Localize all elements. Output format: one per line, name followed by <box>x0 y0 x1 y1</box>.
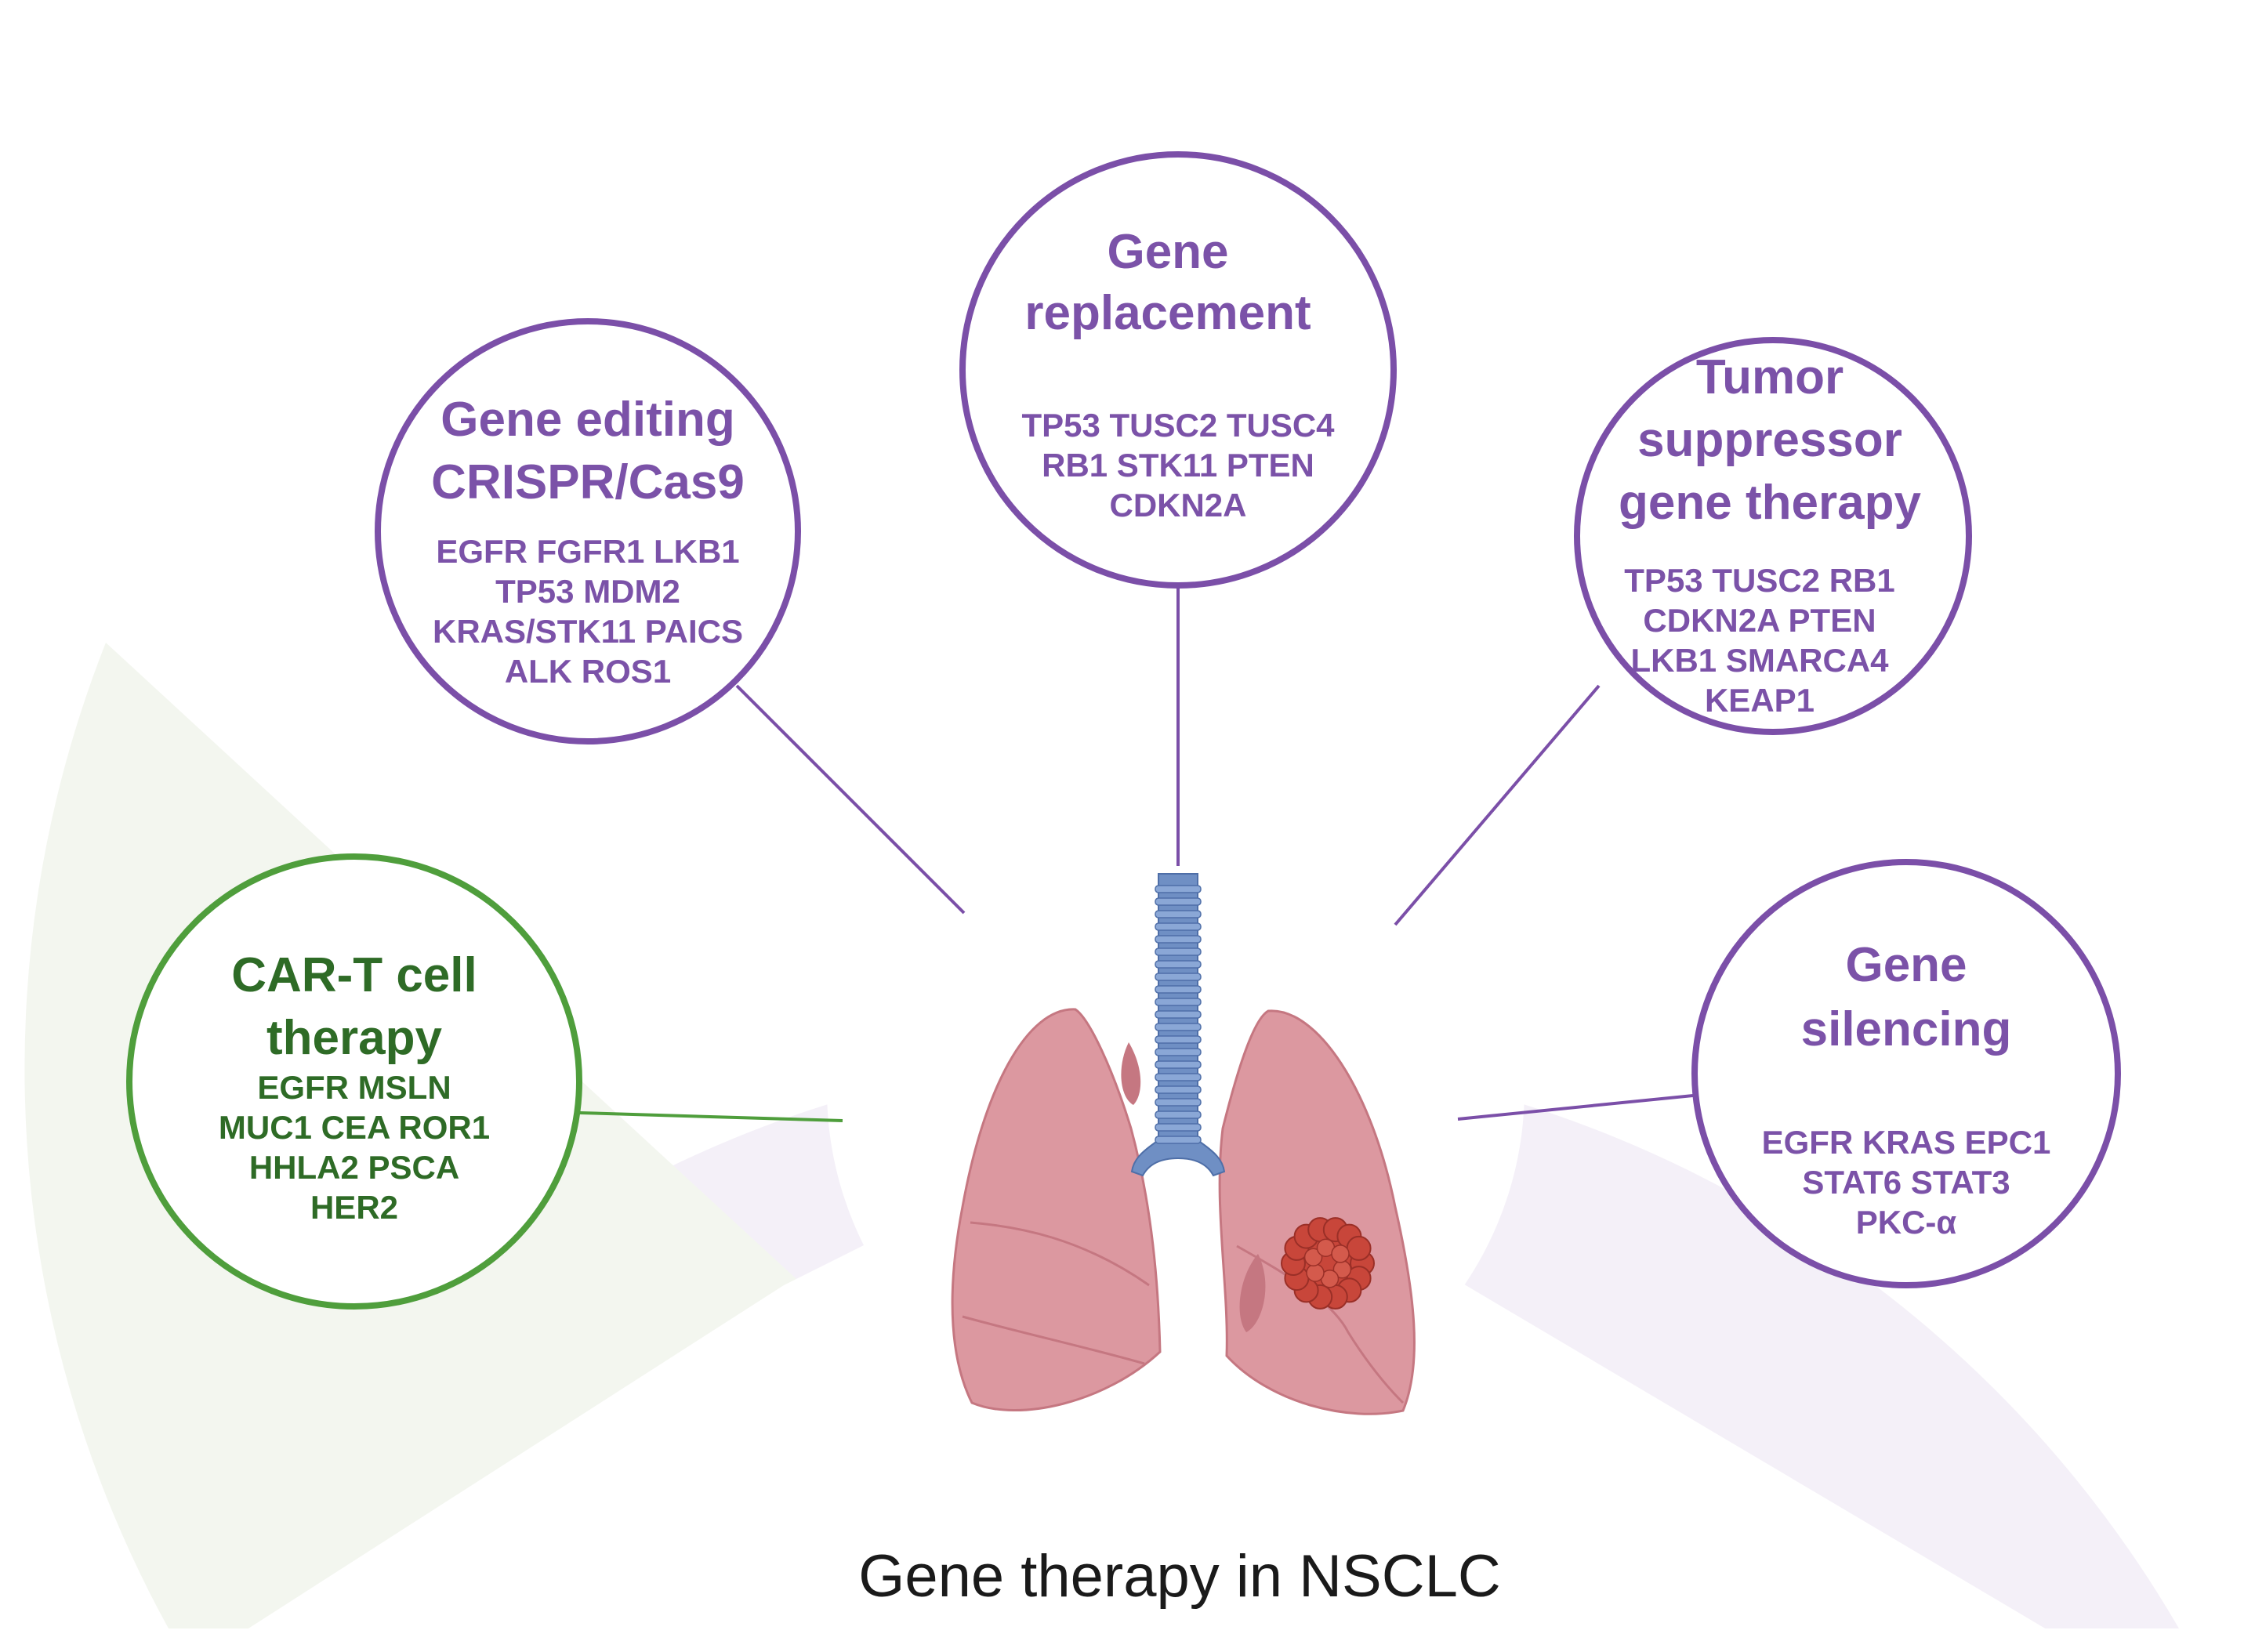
node-car-t-genes-1: EGFR MSLN <box>257 1069 451 1106</box>
node-gene-silencing-circle <box>1691 859 2121 1288</box>
trachea-rings <box>1155 885 1202 1144</box>
node-gene-replacement-genes-2: RB1 STK11 PTEN <box>1042 447 1314 484</box>
right-lung-fissure <box>1236 1244 1405 1404</box>
right-lung-inner-shadow <box>1239 1254 1266 1332</box>
tumor-icon <box>1281 1217 1375 1310</box>
node-car-t-title-2: therapy <box>266 1011 442 1065</box>
trachea-ring <box>1155 1010 1202 1019</box>
node-car-t-genes-4: HER2 <box>310 1189 398 1226</box>
node-gene-replacement: Gene replacement TP53 TUSC2 TUSC4 RB1 ST… <box>959 151 1397 589</box>
node-car-t-genes-2: MUC1 CEA ROR1 <box>219 1109 490 1146</box>
trachea-ring <box>1155 910 1202 918</box>
node-gene-silencing-title-2: silencing <box>1801 1002 2012 1056</box>
trachea-ring <box>1155 1136 1202 1144</box>
trachea-ring <box>1155 1048 1202 1056</box>
trachea-ring <box>1155 922 1202 931</box>
diagram-caption: Gene therapy in NSCLC <box>858 1543 1501 1610</box>
node-gene-editing-genes-1: EGFR FGFR1 LKB1 <box>436 533 739 570</box>
trachea-ring <box>1155 1098 1202 1107</box>
trachea-ring <box>1155 947 1202 956</box>
node-gene-editing-title-1: Gene editing <box>440 393 734 447</box>
trachea-ring <box>1155 935 1202 944</box>
trachea-ring <box>1155 985 1202 994</box>
tumor-lobe-inner <box>1303 1248 1323 1266</box>
node-gene-editing-circle <box>375 318 801 744</box>
lungs-icon <box>951 873 1416 1415</box>
node-gene-editing-title-2: CRISPR/Cas9 <box>431 455 745 509</box>
node-tumor-suppressor-genes-1: TP53 TUSC2 RB1 <box>1624 562 1894 599</box>
node-tumor-suppressor-title-2: suppressor <box>1637 413 1902 467</box>
connector-gene-silencing <box>1457 1094 1694 1121</box>
node-gene-replacement-title-2: replacement <box>1024 286 1311 340</box>
node-car-t: CAR-T cell therapy EGFR MSLN MUC1 CEA RO… <box>126 853 582 1310</box>
bottom-wedge <box>212 1089 2085 1652</box>
left-lung-fold <box>1121 1042 1141 1105</box>
node-gene-editing: Gene editing CRISPR/Cas9 EGFR FGFR1 LKB1… <box>375 318 801 744</box>
left-lung-fissure-2 <box>962 1315 1145 1365</box>
trachea-ring <box>1155 973 1202 981</box>
node-car-t-genes-3: HHLA2 PSCA <box>249 1149 459 1186</box>
node-gene-silencing-title-1: Gene <box>1845 938 1967 992</box>
trachea-ring <box>1155 1110 1202 1119</box>
connector-tumor-suppressor <box>1394 684 1601 926</box>
node-tumor-suppressor-title-1: Tumor <box>1696 350 1844 404</box>
trachea-ring <box>1155 1060 1202 1069</box>
connector-gene-editing <box>735 684 966 915</box>
trachea-ring <box>1155 1123 1202 1132</box>
tumor-lobe-inner <box>1306 1263 1325 1282</box>
node-tumor-suppressor-genes-2: CDKN2A PTEN <box>1643 602 1876 639</box>
left-lung-fissure-1 <box>970 1221 1150 1287</box>
trachea-ring <box>1155 1073 1202 1081</box>
node-tumor-suppressor-genes-3: LKB1 SMARCA4 <box>1630 642 1889 679</box>
tumor-lobe <box>1346 1235 1372 1261</box>
tumor-bumps <box>1281 1217 1375 1310</box>
node-car-t-title-1: CAR-T cell <box>231 948 477 1002</box>
node-gene-silencing-genes-2: STAT6 STAT3 <box>1802 1164 2010 1201</box>
trachea-ring <box>1155 998 1202 1006</box>
node-gene-replacement-genes-1: TP53 TUSC2 TUSC4 <box>1021 407 1335 444</box>
right-lung <box>1218 1009 1416 1415</box>
node-tumor-suppressor-title-3: gene therapy <box>1619 476 1921 530</box>
node-tumor-suppressor-genes-4: KEAP1 <box>1705 682 1815 719</box>
node-gene-silencing: Gene silencing EGFR KRAS EPC1 STAT6 STAT… <box>1691 859 2121 1288</box>
node-gene-editing-genes-4: ALK ROS1 <box>505 653 671 690</box>
connector-car-t <box>579 1111 843 1122</box>
node-gene-silencing-genes-1: EGFR KRAS EPC1 <box>1762 1124 2051 1161</box>
node-gene-silencing-genes-3: PKC-α <box>1856 1204 1957 1241</box>
node-gene-replacement-title-1: Gene <box>1107 225 1228 279</box>
node-tumor-suppressor: Tumor suppressor gene therapy TP53 TUSC2… <box>1574 337 1972 735</box>
tumor-lobe-inner <box>1331 1244 1350 1263</box>
trachea-icon <box>1130 873 1226 1177</box>
trachea-ring <box>1155 1085 1202 1094</box>
trachea-ring <box>1155 1035 1202 1044</box>
trachea-ring <box>1155 960 1202 969</box>
trachea-ring <box>1155 897 1202 906</box>
node-gene-replacement-circle <box>959 151 1397 589</box>
node-gene-editing-genes-2: TP53 MDM2 <box>495 573 680 610</box>
trachea-ring <box>1155 885 1202 893</box>
node-tumor-suppressor-circle <box>1574 337 1972 735</box>
node-gene-replacement-genes-3: CDKN2A <box>1109 487 1246 523</box>
node-gene-editing-genes-3: KRAS/STK11 PAICS <box>433 613 743 650</box>
node-car-t-circle <box>126 853 582 1310</box>
trachea-ring <box>1155 1023 1202 1031</box>
left-lung <box>951 1008 1162 1411</box>
